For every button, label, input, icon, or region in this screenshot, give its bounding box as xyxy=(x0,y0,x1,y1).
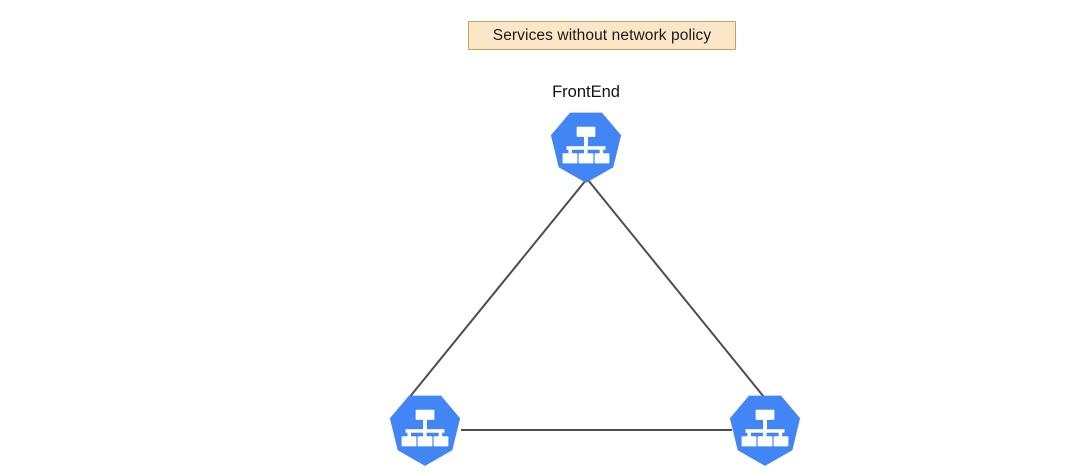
node-label-frontend: FrontEnd xyxy=(552,83,620,101)
kubernetes-service-icon xyxy=(550,112,622,183)
kubernetes-service-icon xyxy=(389,395,461,466)
kubernetes-service-icon xyxy=(729,395,801,466)
edge-frontend-to-service-right xyxy=(587,179,769,403)
node-frontend[interactable] xyxy=(547,108,625,186)
legend-title-text: Services without network policy xyxy=(492,26,712,44)
node-service-left[interactable] xyxy=(386,391,464,469)
legend-title-box: Services without network policy xyxy=(468,21,736,50)
edge-frontend-to-service-left xyxy=(403,179,587,405)
node-service-right[interactable] xyxy=(726,391,804,469)
